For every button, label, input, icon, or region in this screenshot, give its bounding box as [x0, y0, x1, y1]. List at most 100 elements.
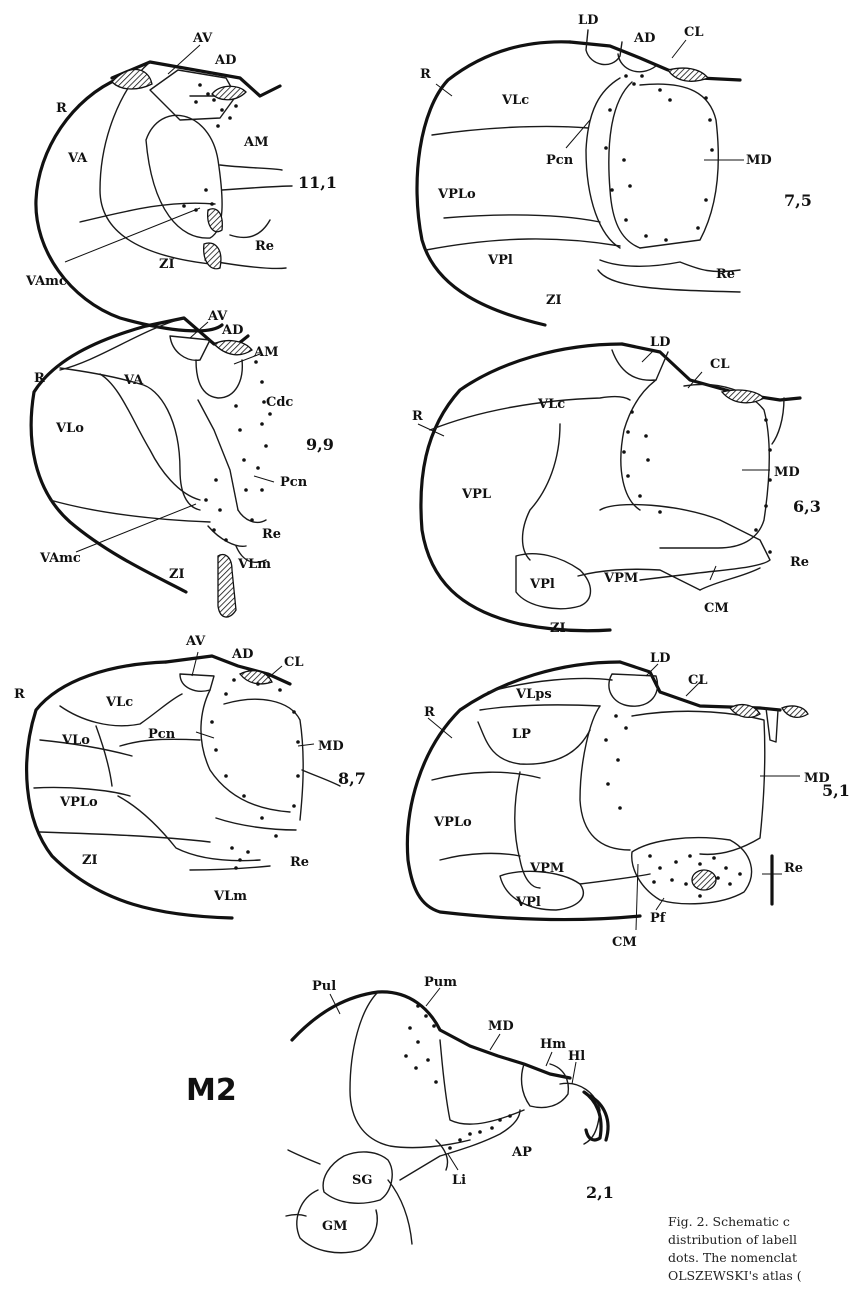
region-label-AD: AD [231, 647, 253, 662]
region-label-Re: Re [716, 267, 735, 282]
region-label-VPl: VPl [529, 577, 555, 592]
region-label-R: R [424, 705, 435, 720]
region-label-VA: VA [123, 373, 144, 388]
region-label-VPM: VPM [603, 571, 638, 586]
region-label-Re: Re [290, 855, 309, 870]
region-label-CM: CM [704, 601, 729, 616]
region-label-ZI: ZI [159, 257, 175, 272]
region-label-LD: LD [650, 335, 670, 350]
region-label-CL: CL [284, 655, 304, 670]
region-label-R: R [14, 687, 25, 702]
region-label-ZI: ZI [82, 853, 98, 868]
label-dots [604, 714, 742, 898]
section-level: 5,1 [822, 781, 850, 800]
region-label-R: R [34, 371, 45, 386]
region-label-VLc: VLc [537, 397, 565, 412]
label-dots [204, 360, 272, 542]
region-label-VPLo: VPLo [437, 187, 476, 202]
figure-caption: Fig. 2. Schematic c distribution of labe… [668, 1214, 802, 1283]
region-label-Re: Re [790, 555, 809, 570]
region-label-VLo: VLo [55, 421, 84, 436]
region-label-VPl: VPl [515, 895, 541, 910]
region-label-VPL: VPL [461, 487, 491, 502]
region-label-MD: MD [318, 739, 344, 754]
section-2-1: Pul Pum MD Hm Hl AP Li SG GM 2,1 [286, 975, 614, 1253]
region-label-Pcn: Pcn [280, 475, 308, 490]
region-label-SG: SG [352, 1173, 373, 1188]
region-label-AM: AM [243, 135, 268, 150]
region-label-VPM: VPM [529, 861, 564, 876]
region-label-Re: Re [262, 527, 281, 542]
label-dots [604, 74, 714, 242]
region-label-R: R [56, 101, 67, 116]
label-dots [182, 83, 238, 212]
region-label-Li: Li [452, 1173, 466, 1188]
region-label-ZI: ZI [550, 621, 566, 636]
region-label-LD: LD [650, 651, 670, 666]
region-label-VLc: VLc [105, 695, 133, 710]
caption-line-4: OLSZEWSKI's atlas ( [668, 1268, 802, 1283]
region-label-GM: GM [322, 1219, 348, 1234]
region-label-AV: AV [207, 309, 228, 324]
region-label-AD: AD [221, 323, 243, 338]
caption-line-2: distribution of labell [668, 1232, 797, 1247]
region-label-VLm: VLm [237, 557, 271, 572]
region-label-VLo: VLo [61, 733, 90, 748]
region-label-LD: LD [578, 13, 598, 28]
region-label-MD: MD [746, 153, 772, 168]
region-label-VPLo: VPLo [59, 795, 98, 810]
section-level: 7,5 [784, 191, 812, 210]
section-5-1: LD VLps CL R LP MD VPLo Re VPM VPl Pf CM… [407, 651, 849, 950]
region-label-AM: AM [253, 345, 278, 360]
region-label-Re: Re [784, 861, 803, 876]
region-label-Pul: Pul [312, 979, 336, 994]
section-7-5: LD AD CL R VLc Pcn MD VPLo VPl Re ZI 7,5 [417, 13, 812, 325]
region-label-Pcn: Pcn [148, 727, 176, 742]
region-label-AV: AV [185, 634, 206, 649]
region-label-CL: CL [710, 357, 730, 372]
region-label-R: R [420, 67, 431, 82]
region-label-LP: LP [512, 727, 531, 742]
caption-line-3: dots. The nomenclat [668, 1250, 797, 1265]
region-label-AD: AD [214, 53, 236, 68]
region-label-R: R [412, 409, 423, 424]
region-label-VAmc: VAmc [25, 274, 67, 289]
region-label-Pum: Pum [424, 975, 457, 990]
caption-line-1: Fig. 2. Schematic c [668, 1214, 790, 1229]
section-level: 8,7 [338, 769, 366, 788]
region-label-Re: Re [255, 239, 274, 254]
region-label-MD: MD [488, 1019, 514, 1034]
case-label: M2 [186, 1073, 237, 1108]
region-label-VPLo: VPLo [433, 815, 472, 830]
region-label-ZI: ZI [546, 293, 562, 308]
section-6-3: LD CL R VLc MD VPL Re VPl VPM CM ZI 6,3 [412, 335, 821, 636]
region-label-CL: CL [688, 673, 708, 688]
section-8-7: AV AD CL R VLc VLo Pcn MD VPLo ZI Re VLm… [14, 634, 366, 918]
label-dots [622, 410, 772, 554]
section-level: 6,3 [793, 497, 821, 516]
region-label-AD: AD [633, 31, 655, 46]
region-label-VLc: VLc [501, 93, 529, 108]
region-label-CL: CL [684, 25, 704, 40]
region-label-AP: AP [511, 1145, 532, 1160]
region-label-Pf: Pf [650, 911, 667, 926]
region-label-VLps: VLps [515, 687, 552, 702]
region-label-VLm: VLm [213, 889, 247, 904]
region-label-Pcn: Pcn [546, 153, 574, 168]
section-level: 9,9 [306, 435, 334, 454]
region-label-AV: AV [192, 31, 213, 46]
section-level: 2,1 [586, 1183, 614, 1202]
section-level: 11,1 [298, 173, 337, 192]
region-label-ZI: ZI [169, 567, 185, 582]
section-11-1: AV AD R AM VA VAmc ZI Re 11,1 [25, 31, 337, 331]
region-label-Hl: Hl [568, 1049, 585, 1064]
section-9-9: AV AD AM R VA Cdc VLo Pcn Re VAmc ZI VLm… [31, 309, 334, 617]
region-label-VA: VA [67, 151, 88, 166]
region-label-Hm: Hm [540, 1037, 566, 1052]
region-label-Cdc: Cdc [266, 395, 293, 410]
region-label-VPl: VPl [487, 253, 513, 268]
region-label-MD: MD [774, 465, 800, 480]
region-label-CM: CM [612, 935, 637, 950]
region-label-VAmc: VAmc [39, 551, 81, 566]
